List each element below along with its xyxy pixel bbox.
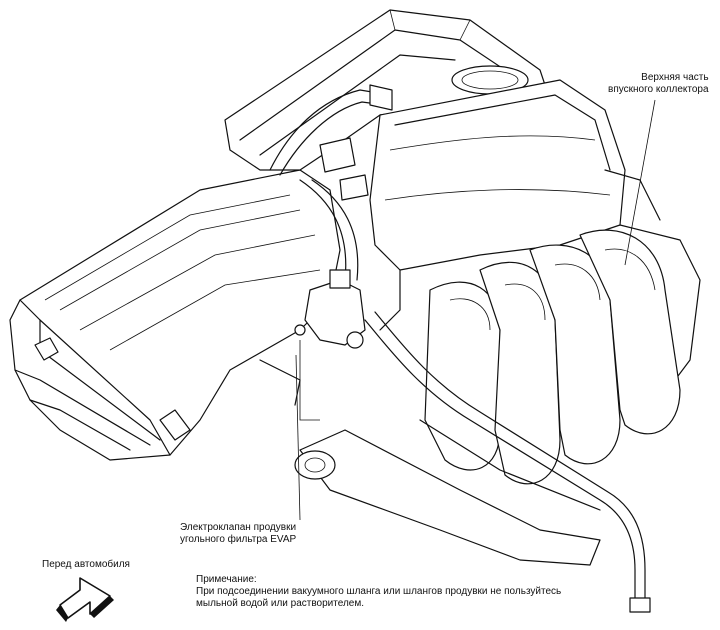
- air-cleaner-housing: [9, 169, 341, 461]
- intake-runners: [424, 229, 681, 485]
- note-title: Примечание:: [196, 574, 257, 585]
- evap-label-line2: угольного фильтра EVAP: [180, 534, 297, 545]
- evap-label: Электроклапан продувки угольного фильтра…: [180, 522, 296, 546]
- front-label: Перед автомобиля: [42, 559, 130, 570]
- evap-leader-line: [295, 354, 301, 521]
- note-block: Примечание: При подсоединении вакуумного…: [196, 574, 561, 610]
- intake-manifold-lower: [294, 419, 601, 566]
- vacuum-hoses: [269, 84, 393, 281]
- evap-label-line1: Электроклапан продувки: [180, 522, 297, 533]
- front-direction-arrow-icon: [56, 577, 114, 622]
- evap-solenoid-valve: [259, 269, 366, 421]
- note-line2: мыльной водой или растворителем.: [196, 598, 365, 609]
- manifold-label-line2: впускного коллектора: [608, 84, 709, 95]
- note-line1: При подсоединении вакуумного шланга или …: [196, 586, 562, 597]
- manifold-leader-line: [624, 99, 656, 266]
- manifold-label-line1: Верхняя часть: [641, 72, 709, 83]
- manifold-label: Верхняя часть впускного коллектора: [608, 72, 709, 96]
- purge-pipe: [364, 311, 651, 613]
